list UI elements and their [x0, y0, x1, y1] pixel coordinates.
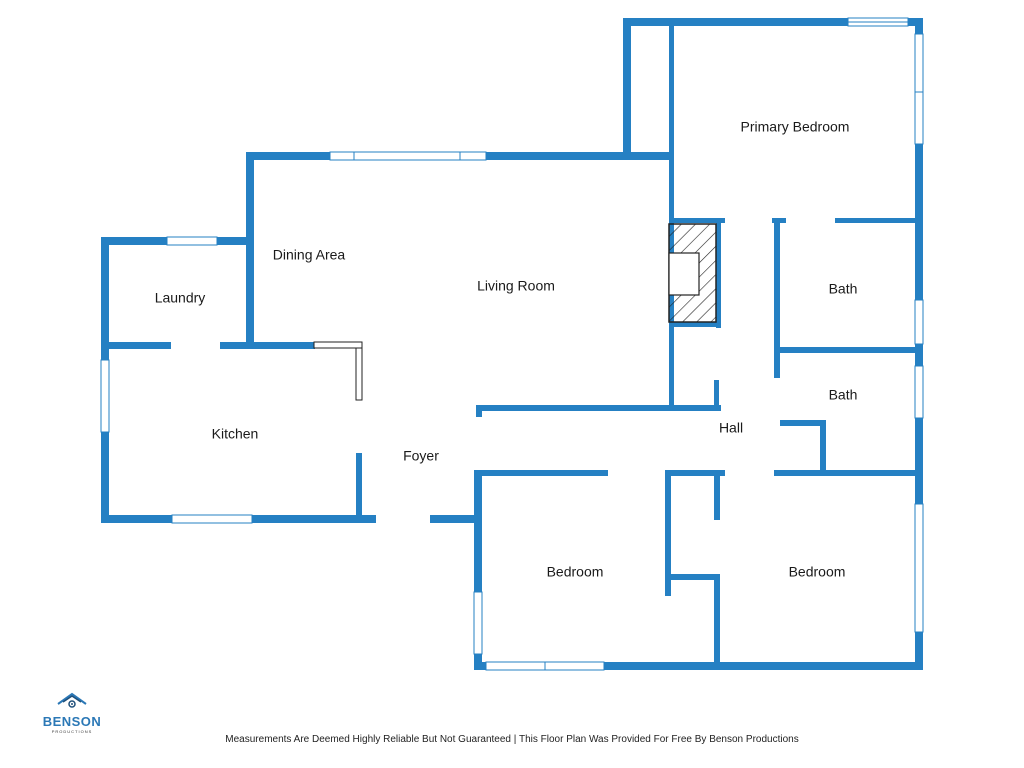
label-living-room: Living Room: [477, 278, 555, 294]
room-labels: Primary Bedroom Dining Area Living Room …: [155, 119, 858, 580]
counter: [313, 341, 363, 401]
label-hall: Hall: [719, 420, 743, 436]
label-dining-area: Dining Area: [273, 247, 346, 263]
brand-logo: BENSON PRODUCTIONS: [36, 692, 108, 734]
disclaimer-footer: Measurements Are Deemed Highly Reliable …: [225, 734, 799, 745]
fireplace: [668, 223, 717, 323]
label-laundry: Laundry: [155, 290, 206, 306]
label-foyer: Foyer: [403, 448, 439, 464]
label-bedroom-right: Bedroom: [789, 564, 846, 580]
label-primary-bedroom: Primary Bedroom: [741, 119, 850, 135]
logo-sub-text: PRODUCTIONS: [51, 729, 93, 734]
house-logo-icon: [57, 692, 87, 708]
label-bedroom-left: Bedroom: [547, 564, 604, 580]
label-bath-lower: Bath: [829, 387, 858, 403]
label-bath-upper: Bath: [829, 281, 858, 297]
label-kitchen: Kitchen: [212, 426, 259, 442]
windows: [100, 17, 924, 671]
logo-brand-text: BENSON: [42, 714, 102, 729]
